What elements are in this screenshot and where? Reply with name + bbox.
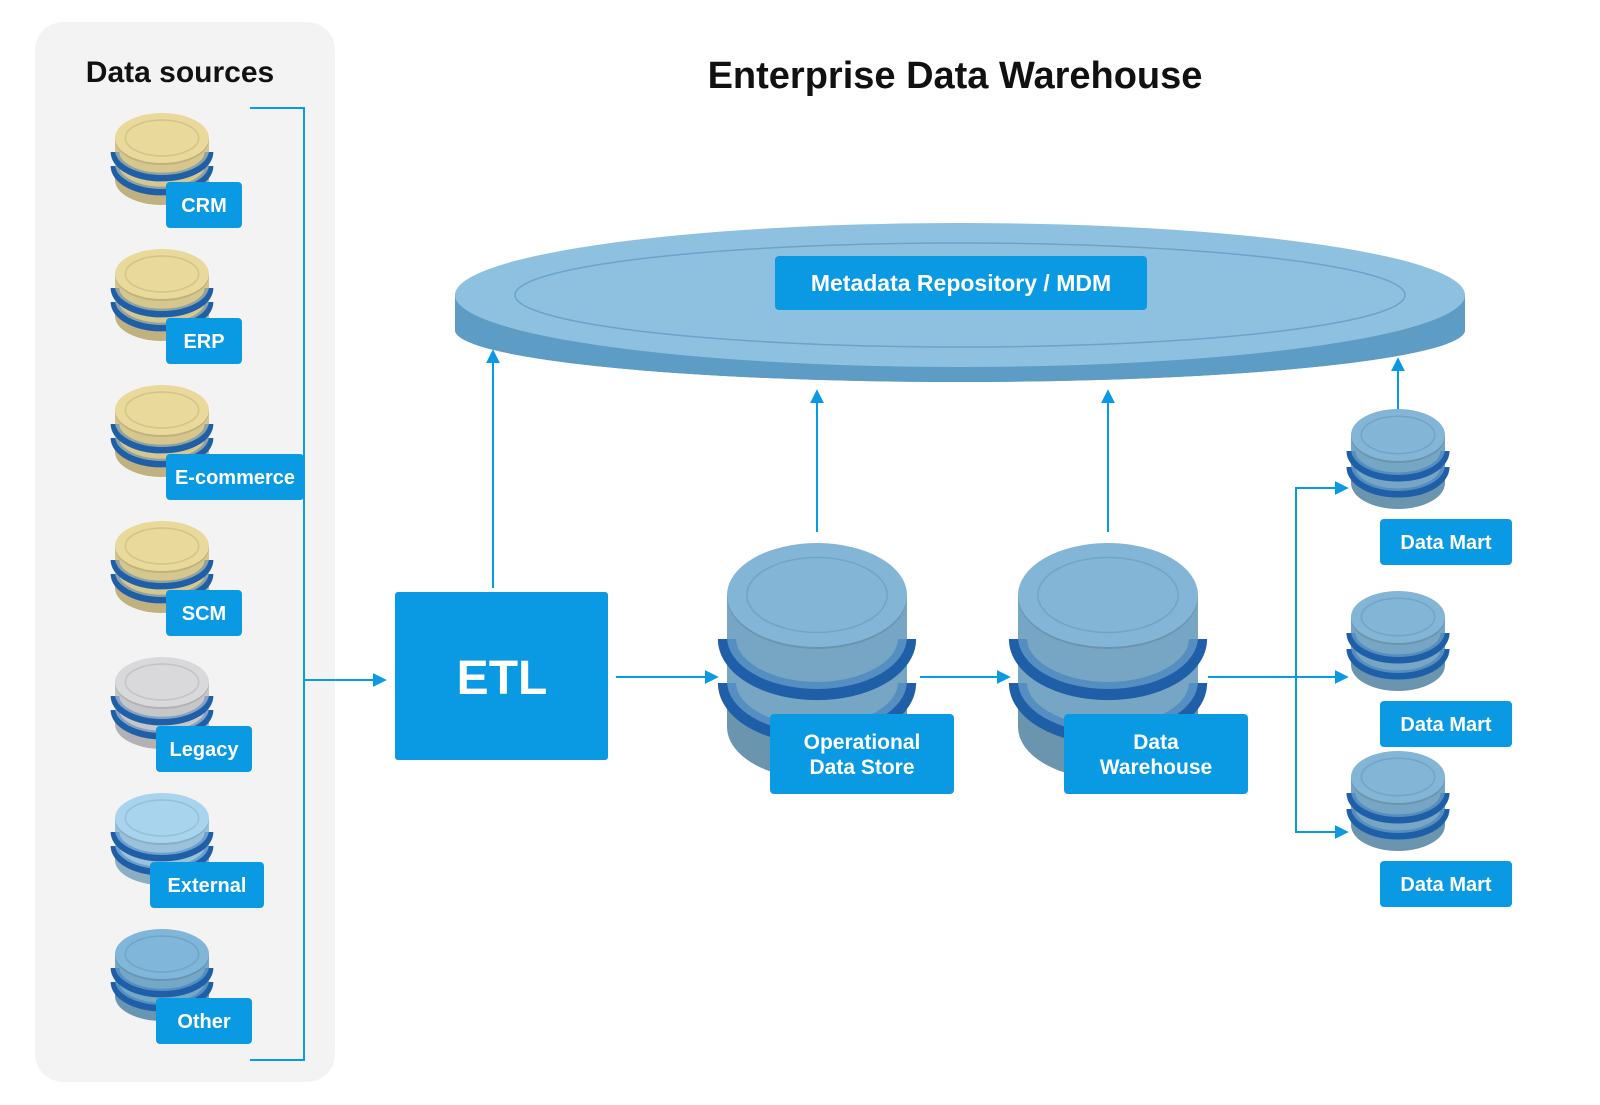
source-label: Legacy bbox=[170, 739, 240, 761]
source-external: External bbox=[110, 793, 264, 908]
metadata-label: Metadata Repository / MDM bbox=[811, 270, 1111, 296]
data-mart: Data Mart bbox=[1346, 751, 1512, 907]
source-label: Other bbox=[177, 1011, 231, 1033]
source-label: External bbox=[168, 875, 247, 897]
dw-label: Warehouse bbox=[1100, 756, 1212, 779]
ods-label-box bbox=[770, 714, 954, 794]
source-label-box bbox=[150, 862, 264, 908]
source-label: ERP bbox=[183, 331, 224, 353]
source-erp: ERP bbox=[110, 249, 242, 364]
data-mart-label: Data Mart bbox=[1400, 532, 1491, 554]
source-scm: SCM bbox=[110, 521, 242, 636]
data-mart-label-box bbox=[1380, 861, 1512, 907]
source-ecommerce: E-commerce bbox=[110, 385, 304, 500]
source-label-box bbox=[156, 998, 252, 1044]
data-mart-label: Data Mart bbox=[1400, 714, 1491, 736]
sources-bracket bbox=[250, 107, 305, 1061]
etl-label: ETL bbox=[457, 652, 548, 705]
data-mart-label-box bbox=[1380, 701, 1512, 747]
data-mart-label-box bbox=[1380, 519, 1512, 565]
source-legacy: Legacy bbox=[110, 657, 252, 772]
page-title: Enterprise Data Warehouse bbox=[708, 55, 1203, 97]
etl-box bbox=[395, 592, 608, 760]
mart-branch-line bbox=[1295, 487, 1346, 833]
source-label-box bbox=[156, 726, 252, 772]
source-label: SCM bbox=[182, 603, 226, 625]
source-other: Other bbox=[110, 929, 252, 1044]
metadata-label-box bbox=[775, 256, 1147, 310]
source-label-box bbox=[166, 318, 242, 364]
ods-label: Operational bbox=[804, 731, 921, 754]
data-mart: Data Mart bbox=[1346, 591, 1512, 747]
source-label-box bbox=[166, 182, 242, 228]
source-label-box bbox=[166, 590, 242, 636]
data-mart: Data Mart bbox=[1346, 409, 1512, 565]
source-label-box bbox=[166, 454, 304, 500]
source-crm: CRM bbox=[110, 113, 242, 228]
source-label: CRM bbox=[181, 195, 227, 217]
dw-label: Data bbox=[1133, 731, 1179, 754]
sources-title: Data sources bbox=[86, 56, 274, 89]
metadata-repository: Metadata Repository / MDM bbox=[455, 223, 1465, 382]
ods-label: Data Store bbox=[809, 756, 914, 779]
data-mart-label: Data Mart bbox=[1400, 874, 1491, 896]
dw-label-box bbox=[1064, 714, 1248, 794]
source-label: E-commerce bbox=[175, 467, 295, 489]
